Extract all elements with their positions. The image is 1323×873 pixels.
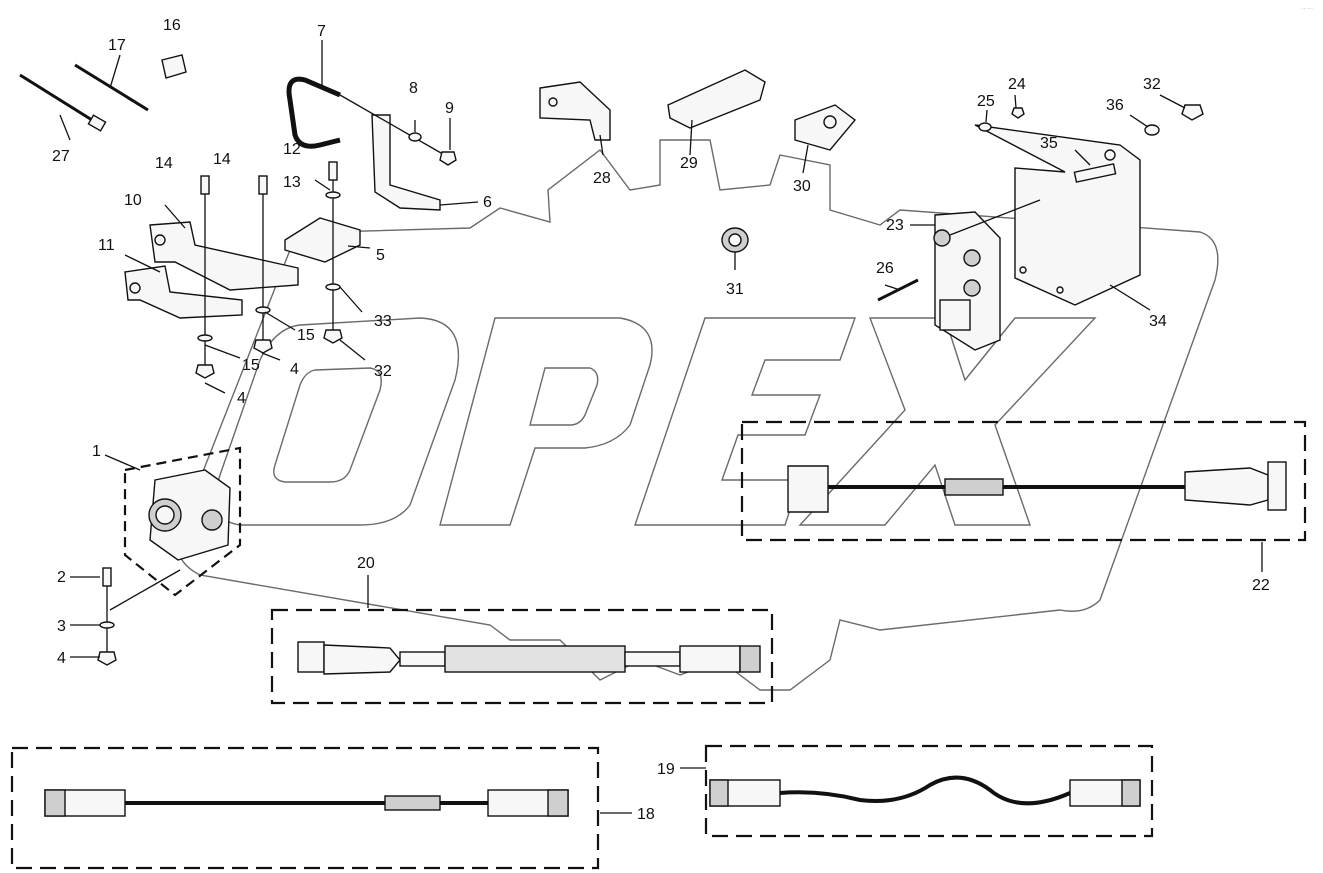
bolts-14 <box>195 175 273 379</box>
callout-16: 16 <box>163 17 181 34</box>
callout-23: 23 <box>886 217 904 234</box>
cable-ties <box>19 54 187 132</box>
callout-5: 5 <box>376 247 385 264</box>
camera-fasteners <box>97 567 117 666</box>
callout-12: 12 <box>283 141 301 158</box>
callout-28: 28 <box>593 170 611 187</box>
callout-15-right: 15 <box>297 327 315 344</box>
callout-25: 25 <box>977 93 995 110</box>
camera-unit <box>123 446 242 597</box>
callout-3: 3 <box>57 618 66 635</box>
callout-15-left: 15 <box>242 357 260 374</box>
callout-17: 17 <box>108 37 126 54</box>
callout-33: 33 <box>374 313 392 330</box>
callout-19: 19 <box>657 761 675 778</box>
cable-18 <box>10 746 600 870</box>
grommet-31 <box>721 227 749 253</box>
bracket-28 <box>539 81 611 141</box>
callout-4-camera: 4 <box>57 650 66 667</box>
callout-35: 35 <box>1040 135 1058 152</box>
callout-18: 18 <box>637 806 655 823</box>
callout-labels: 1 2 3 4 4 4 5 6 7 8 9 10 11 12 13 14 14 … <box>52 17 1270 823</box>
callout-8: 8 <box>409 80 418 97</box>
module-23 <box>933 211 1001 351</box>
callout-30: 30 <box>793 178 811 195</box>
corner-mark: ·· ··· <box>1301 6 1313 12</box>
bracket-29 <box>667 69 766 129</box>
callout-9: 9 <box>445 100 454 117</box>
callout-32-cover: 32 <box>1143 76 1161 93</box>
callout-10: 10 <box>124 192 142 209</box>
bracket-10 <box>149 221 299 291</box>
callout-4-bracket-11: 4 <box>290 361 299 378</box>
callout-2: 2 <box>57 569 66 586</box>
callout-32-plate: 32 <box>374 363 392 380</box>
u-bolt-7 <box>286 76 341 149</box>
callout-1: 1 <box>92 443 101 460</box>
bracket-11 <box>124 265 243 319</box>
callout-6: 6 <box>483 194 492 211</box>
callout-34: 34 <box>1149 313 1167 330</box>
cable-20 <box>270 608 774 705</box>
callout-4-bracket-10: 4 <box>237 390 246 407</box>
cable-19 <box>704 744 1154 838</box>
leader-lines <box>59 40 1263 814</box>
callout-27: 27 <box>52 148 70 165</box>
callout-20: 20 <box>357 555 375 572</box>
callout-14-right: 14 <box>213 151 231 168</box>
callout-24: 24 <box>1008 76 1026 93</box>
bracket-30 <box>794 104 857 151</box>
callout-13: 13 <box>283 174 301 191</box>
callout-31: 31 <box>726 281 744 298</box>
callout-11: 11 <box>98 237 115 254</box>
callout-36: 36 <box>1106 97 1124 114</box>
bracket-6 <box>339 94 457 211</box>
callout-26: 26 <box>876 260 894 277</box>
plate-5 <box>284 161 361 344</box>
callout-22: 22 <box>1252 577 1270 594</box>
callout-7: 7 <box>317 23 326 40</box>
cable-22 <box>740 420 1307 542</box>
callout-14-left: 14 <box>155 155 173 172</box>
cover-fasteners <box>877 104 1204 302</box>
callout-29: 29 <box>680 155 698 172</box>
